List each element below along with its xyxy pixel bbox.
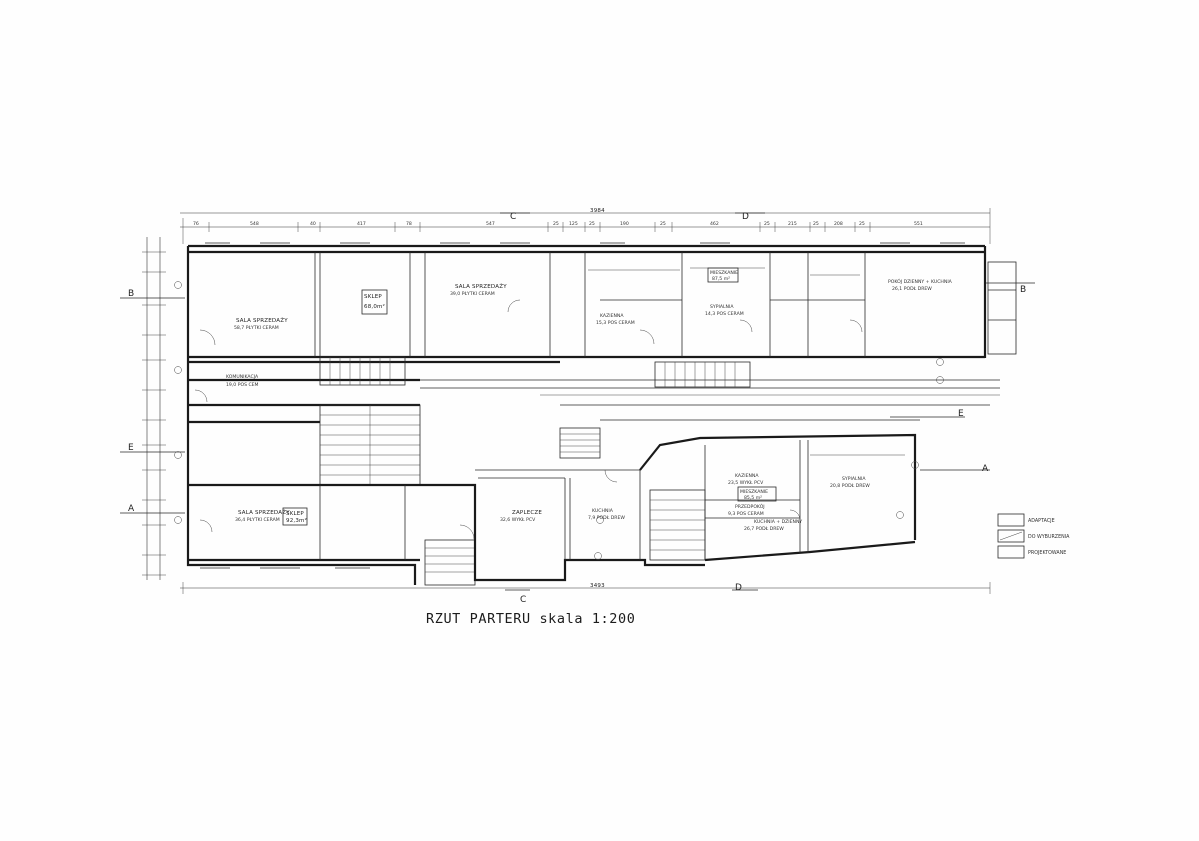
room-name-0: SALA SPRZEDAŻY	[236, 317, 288, 324]
room-area-10: 87,5 m²	[712, 276, 730, 282]
lower-building-walls	[188, 433, 917, 582]
room-area-9: 14,3 POS CERAM	[705, 311, 744, 317]
room-area-16: 26,7 PODŁ DREW	[744, 526, 784, 532]
room-area-0: 58,7 PŁYTKI CERAM	[234, 325, 279, 331]
room-name-13: MIESZKANIE	[740, 489, 768, 495]
room-area-14: 9,3 POS CERAM	[728, 511, 764, 517]
dim-seg-17: 551	[914, 221, 923, 227]
room-area-7: 7,9 PODŁ DREW	[588, 515, 625, 521]
room-area-11: 26,1 PODŁ DREW	[892, 286, 932, 292]
room-name-11: POKÓJ DZIENNY + KUCHNIA	[888, 278, 953, 285]
room-name-4: SALA SPRZEDAŻY	[238, 509, 290, 516]
dim-seg-1: 548	[250, 221, 259, 227]
room-name-3: KOMUNIKACJA	[226, 374, 259, 380]
room-area-12: 23,5 WYKŁ PCV	[728, 480, 764, 486]
room-area-2: 39,0 PŁYTKI CERAM	[450, 291, 495, 297]
room-name-8: KAZIENNA	[600, 313, 624, 319]
section-mark-e-left: E	[128, 443, 134, 453]
room-area-15: 20,8 PODŁ DREW	[830, 483, 870, 489]
room-name-6: ZAPLECZE	[512, 510, 542, 516]
section-mark-c-bottom: C	[520, 595, 526, 605]
dim-seg-10: 25	[660, 221, 666, 227]
door-swings	[194, 299, 863, 540]
room-area-8: 15,3 POS CERAM	[596, 320, 635, 326]
legend-label-0: ADAPTACJE	[1028, 518, 1055, 524]
corridor-lines	[188, 378, 1000, 424]
legend-label-1: DO WYBURZENIA	[1028, 534, 1070, 540]
room-name-5: SKLEP	[286, 511, 304, 517]
right-annex	[987, 261, 1017, 355]
dim-seg-0: 76	[193, 221, 199, 227]
room-area-5: 92,3m²	[286, 517, 307, 524]
section-mark-d-bottom: D	[735, 583, 742, 593]
section-marks-right: B E A	[890, 282, 1035, 474]
dim-seg-6: 25	[553, 221, 559, 227]
left-dimension-chain	[142, 237, 166, 580]
column-markers	[174, 281, 944, 560]
window-openings	[200, 242, 965, 569]
room-name-2: SALA SPRZEDAŻY	[455, 283, 507, 290]
room-labels: SALA SPRZEDAŻY 58,7 PŁYTKI CERAM SKLEP 6…	[226, 267, 953, 532]
room-name-15: SYPIALNIA	[842, 476, 866, 482]
drawing-caption: RZUT PARTERU skala 1:200	[426, 611, 636, 627]
hatch-legend: ADAPTACJE DO WYBURZENIA PROJEKTOWANE	[997, 513, 1070, 559]
section-mark-d-top: D	[742, 212, 749, 222]
legend-swatch-projektowane	[997, 545, 1025, 559]
legend-swatch-adaptacje	[997, 513, 1025, 527]
dim-seg-7: 125	[569, 221, 578, 227]
room-area-4: 36,4 PŁYTKI CERAM	[235, 517, 280, 523]
section-mark-e-right: E	[958, 409, 964, 419]
section-marks-top: C D	[500, 212, 765, 222]
room-area-1: 68,0m²	[364, 303, 385, 310]
legend-label-2: PROJEKTOWANE	[1028, 550, 1066, 556]
room-name-12: KAZIENNA	[735, 473, 759, 479]
dim-seg-5: 547	[486, 221, 495, 227]
dim-seg-15: 208	[834, 221, 843, 227]
dim-seg-4: 78	[406, 221, 412, 227]
section-mark-b-left: B	[128, 289, 134, 299]
dim-seg-13: 215	[788, 221, 797, 227]
top-dimension-chain: 76 548 40 417 78 547 25 125 25 190 25 46…	[180, 208, 991, 244]
room-name-14: PRZEDPOKÓJ	[735, 503, 765, 510]
staircases	[319, 356, 751, 586]
section-marks-left: B E A	[120, 289, 185, 514]
room-name-9: SYPIALNIA	[710, 304, 734, 310]
dim-seg-14: 25	[813, 221, 819, 227]
dim-seg-12: 25	[764, 221, 770, 227]
room-area-13: 85,5 m²	[744, 495, 762, 501]
room-name-7: KUCHNIA	[592, 508, 614, 514]
legend-swatch-wyburzenie	[997, 529, 1025, 543]
section-mark-b-right: B	[1020, 285, 1026, 295]
dim-seg-9: 190	[620, 221, 629, 227]
section-mark-c-top: C	[510, 212, 516, 222]
room-name-1: SKLEP	[364, 294, 382, 300]
room-name-16: KUCHNIA + DZIENNY	[754, 519, 802, 525]
dim-seg-2: 40	[310, 221, 316, 227]
section-mark-a-right: A	[982, 464, 989, 474]
dim-seg-11: 462	[710, 221, 719, 227]
dim-seg-16: 25	[859, 221, 865, 227]
dim-seg-8: 25	[589, 221, 595, 227]
overall-top-dimension: 3984	[590, 208, 605, 214]
overall-bottom-dimension: 3493	[590, 583, 605, 589]
dim-seg-3: 417	[357, 221, 366, 227]
bottom-dimension-chain: 3493 C D	[180, 582, 991, 605]
room-area-6: 32,6 WYKŁ PCV	[500, 517, 536, 523]
upper-building-walls	[186, 244, 987, 585]
room-name-10: MIESZKANIE	[710, 270, 738, 276]
room-area-3: 19,0 POS CEM	[226, 382, 259, 388]
section-mark-a-left: A	[128, 504, 135, 514]
